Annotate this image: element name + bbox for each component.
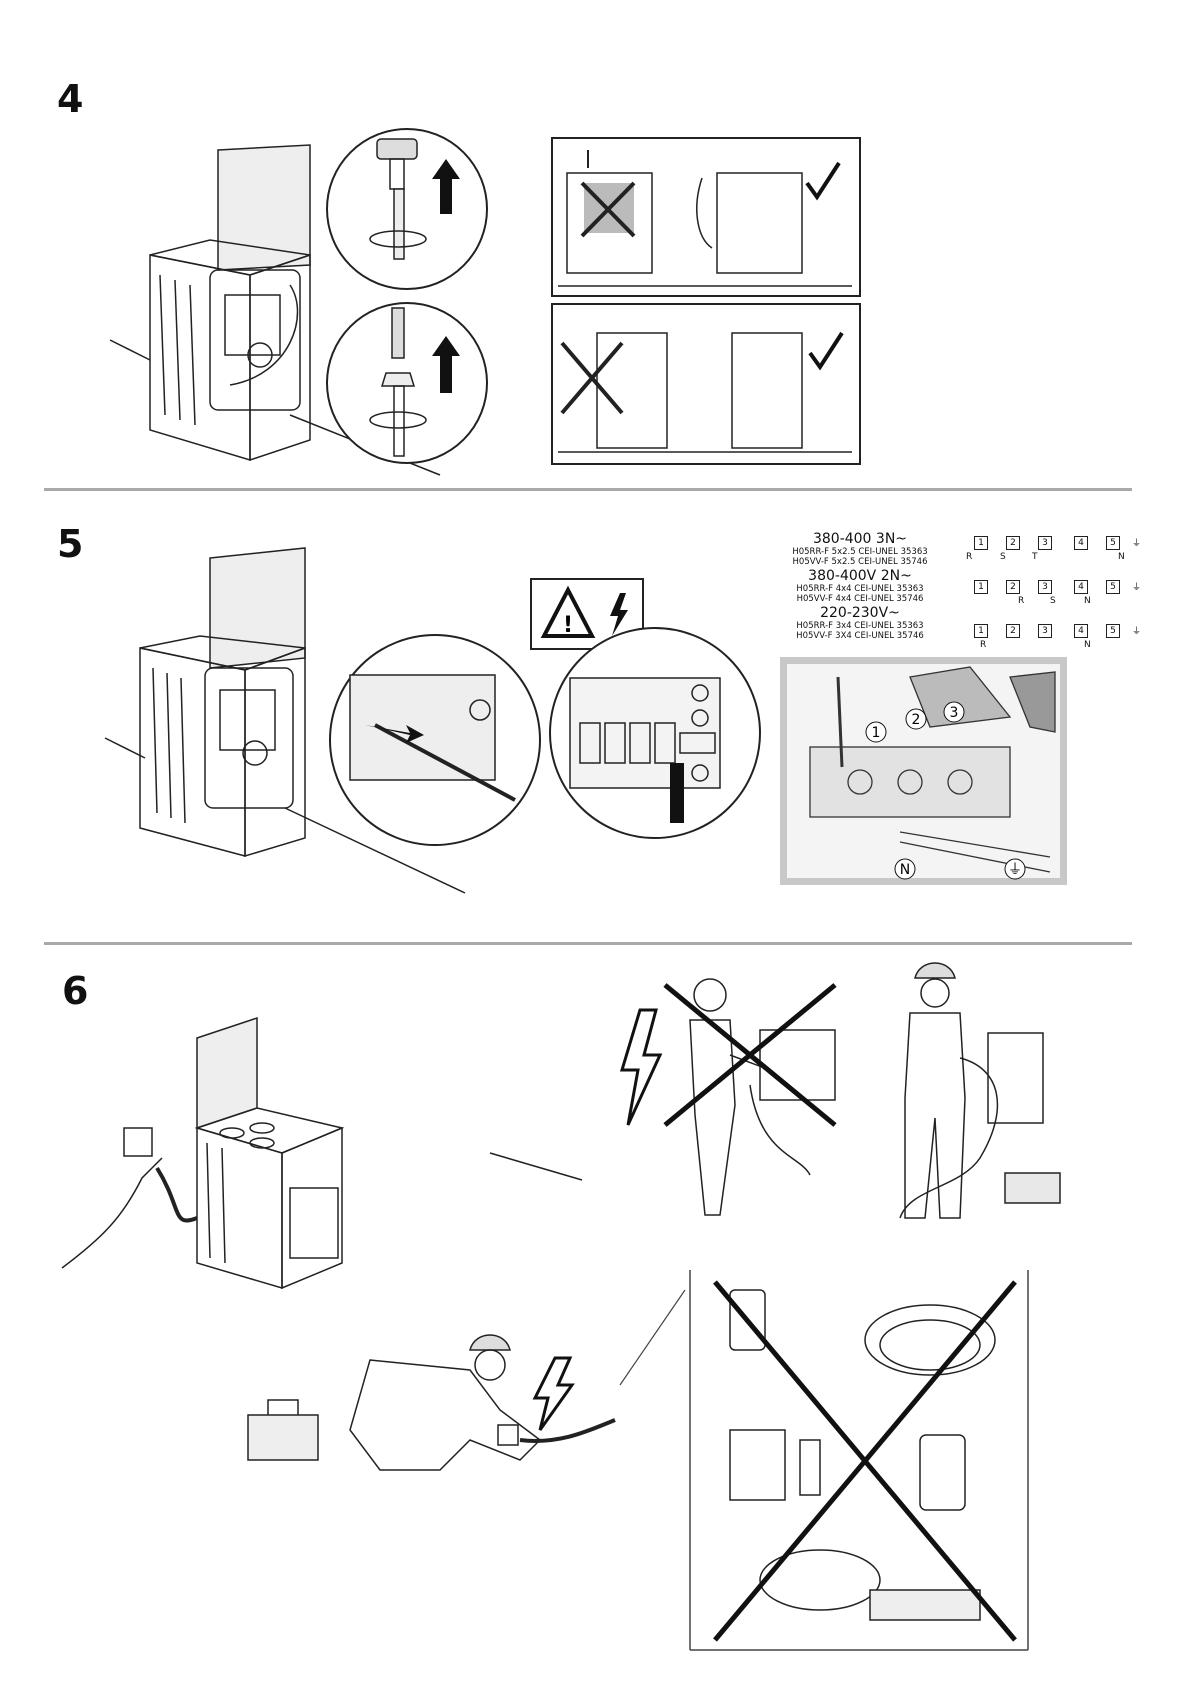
voltage-label: 220-230V~ [820,605,900,621]
cable-type: H05VV-F 5x2.5 CEI-UNEL 35746 [792,557,928,567]
terminal-number: 2 [1006,536,1020,550]
terminal-connection-diagram: 1 2 3 4 5 ⏚ R S T N 1 2 3 4 5 ⏚ R S N 1 … [966,536,1152,668]
terminal-row: 1 2 3 4 5 ⏚ R S N [972,580,1152,624]
wiring-config: 380-400 3N~ H05RR-F 5x2.5 CEI-UNEL 35363… [760,531,960,568]
forbidden-live-work-illustration [619,978,837,1216]
phase-label: R [1018,596,1025,606]
cooker-rear-illustration-step5 [104,547,466,894]
terminal-number: 1 [974,536,988,550]
terminal-block-closeup: 1 2 3 N ⏚ [780,657,1067,885]
terminal-number: 1 [974,580,988,594]
terminal-block-wiring-detail [549,627,761,839]
callout-3: 3 [950,705,959,721]
electrician-unplugging-illustration [247,1334,616,1471]
terminal-box-cover-detail [329,634,541,846]
svg-text:!: ! [563,613,573,638]
lightning-icon [619,1008,663,1126]
terminal-number: 4 [1074,624,1088,638]
callout-1: 1 [872,725,881,741]
terminal-number: 5 [1106,624,1120,638]
section-divider [44,488,1132,491]
checkmark-icon [808,331,844,371]
cable-type: H05RR-F 4x4 CEI-UNEL 35363 [796,584,924,594]
neutral-label: N [1084,640,1091,650]
electrician-correct-illustration [899,962,1061,1219]
terminal-number: 1 [974,624,988,638]
hose-connection-detail-bottom [326,302,488,464]
terminal-number: 4 [1074,536,1088,550]
cable-type: H05RR-F 5x2.5 CEI-UNEL 35363 [792,547,928,557]
cable-type: H05VV-F 3X4 CEI-UNEL 35746 [796,631,924,641]
terminal-number: 2 [1006,580,1020,594]
neutral-callout: N [900,862,910,878]
checkmark-icon [805,161,841,201]
phase-label: R [980,640,987,650]
cable-specification-list: 380-400 3N~ H05RR-F 5x2.5 CEI-UNEL 35363… [760,530,960,642]
wiring-config: 220-230V~ H05RR-F 3x4 CEI-UNEL 35363 H05… [760,605,960,642]
lightning-icon [532,1356,575,1431]
phase-label: T [1032,552,1038,562]
terminal-number: 5 [1106,536,1120,550]
terminal-number: 5 [1106,580,1120,594]
terminal-number: 2 [1006,624,1020,638]
earth-icon: ⏚ [1132,539,1142,549]
earth-callout: ⏚ [1008,862,1022,878]
phase-label: S [1050,596,1056,606]
cable-type: H05VV-F 4x4 CEI-UNEL 35746 [796,594,924,604]
forbidden-adapters-panel [619,1270,1029,1651]
cable-type: H05RR-F 3x4 CEI-UNEL 35363 [796,621,924,631]
step-number-6: 6 [62,969,89,1013]
voltage-label: 380-400V 2N~ [808,568,912,584]
warning-sign: ! [530,578,644,650]
step-number-5: 5 [57,522,84,566]
warning-triangle-icon [540,585,596,638]
terminal-number: 3 [1038,536,1052,550]
terminal-row: 1 2 3 4 5 ⏚ R S T N [966,536,1152,580]
neutral-label: N [1118,552,1125,562]
terminal-number: 3 [1038,580,1052,594]
callout-2: 2 [912,712,921,728]
cooker-rear-illustration [109,144,441,476]
phase-label: R [966,552,973,562]
cooker-plug-in-illustration [61,1016,345,1290]
earth-icon: ⏚ [1132,583,1142,593]
voltage-label: 380-400 3N~ [812,531,908,547]
wiring-config: 380-400V 2N~ H05RR-F 4x4 CEI-UNEL 35363 … [760,568,960,605]
earth-icon: ⏚ [1132,627,1142,637]
installation-dos-donts-panel [551,137,861,465]
section-divider [44,942,1132,945]
terminal-number: 4 [1074,580,1088,594]
phase-label: S [1000,552,1006,562]
neutral-label: N [1084,596,1091,606]
terminal-row: 1 2 3 4 5 ⏚ R N [972,624,1152,668]
hose-connection-detail-top [326,128,488,290]
stray-line [489,1152,583,1181]
terminal-number: 3 [1038,624,1052,638]
lightning-icon [610,593,628,636]
step-number-4: 4 [57,77,84,121]
